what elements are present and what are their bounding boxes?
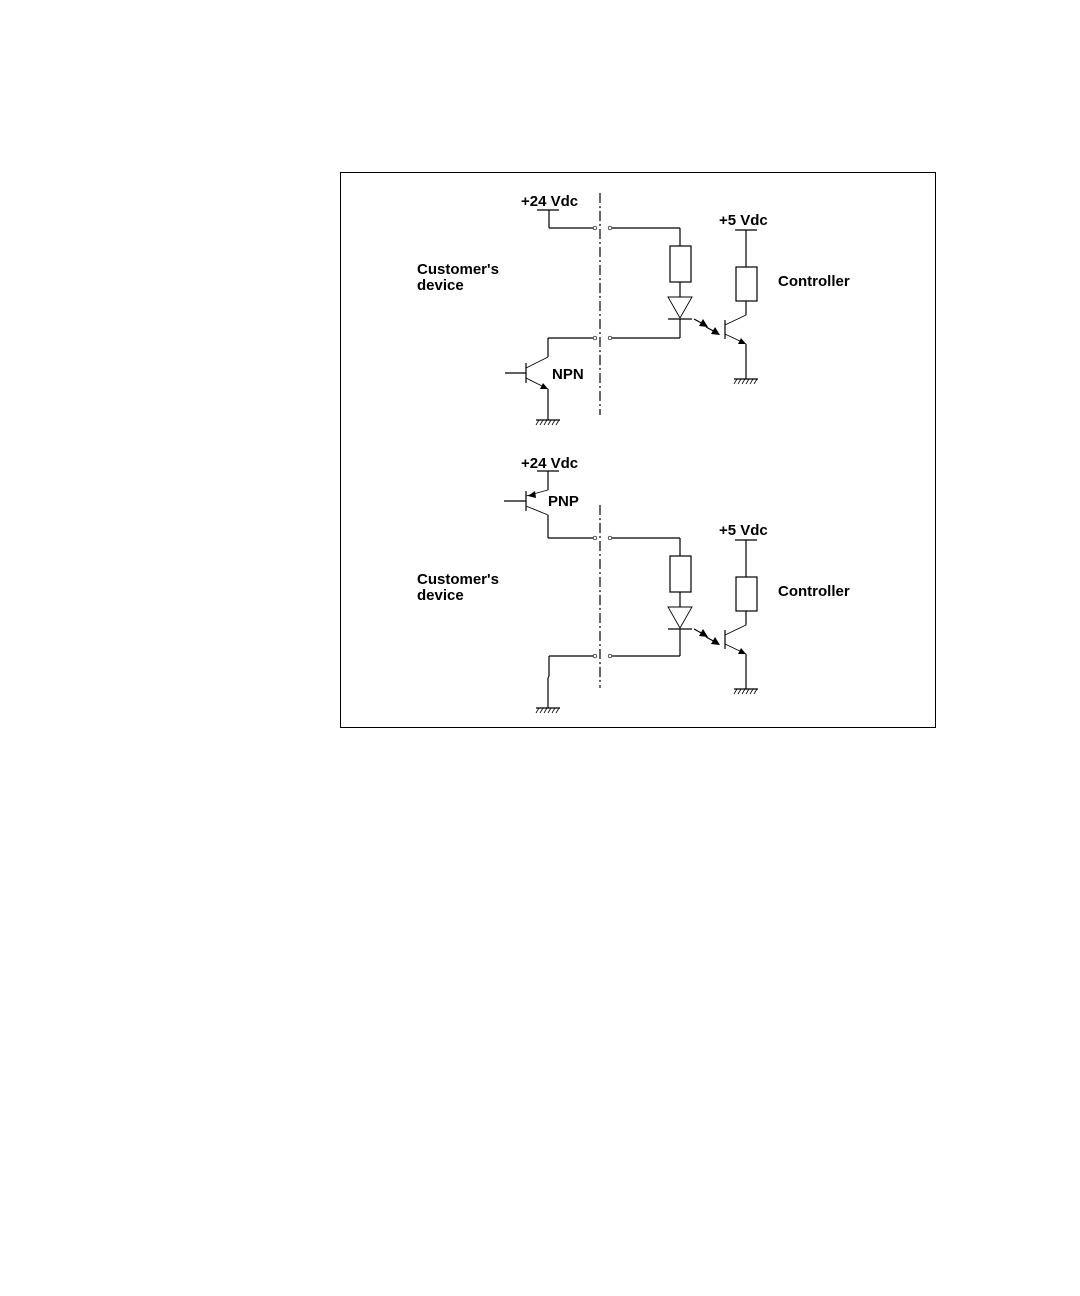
led-icon — [612, 297, 692, 338]
ground-icon — [536, 708, 560, 713]
supply-5v-label: +5 Vdc — [719, 522, 768, 539]
ground-icon — [734, 689, 758, 694]
npn-circuit: +24 Vdc Customer's device NPN +5 Vdc Con… — [417, 193, 850, 425]
controller-label: Controller — [778, 583, 850, 600]
controller-label: Controller — [778, 273, 850, 290]
light-arrow-icon — [694, 629, 708, 637]
customer-device-label: Customer's — [417, 571, 499, 588]
light-arrow-icon — [706, 637, 720, 645]
supply-24v-label: +24 Vdc — [521, 193, 578, 210]
customer-device-label-line2: device — [417, 277, 464, 294]
customer-device-label-line2: device — [417, 587, 464, 604]
ground-icon — [536, 420, 560, 425]
phototransistor-icon — [725, 625, 746, 689]
led-icon — [612, 607, 692, 656]
terminal-icon — [593, 226, 597, 230]
controller-pull-up-resistor-icon — [735, 230, 757, 315]
input-resistor-icon — [612, 538, 691, 607]
terminal-icon — [593, 654, 597, 658]
terminal-icon — [608, 226, 612, 230]
phototransistor-icon — [725, 315, 746, 379]
ground-icon — [734, 379, 758, 384]
diagram-frame — [341, 173, 936, 728]
controller-pull-up-resistor-icon — [735, 540, 757, 625]
supply-5v-label: +5 Vdc — [719, 212, 768, 229]
ground-return-wire — [548, 656, 593, 708]
light-arrow-icon — [694, 319, 708, 327]
supply-24v-label: +24 Vdc — [521, 455, 578, 472]
light-arrow-icon — [706, 327, 720, 335]
terminal-icon — [608, 336, 612, 340]
supply-24v-rail — [537, 471, 559, 490]
pnp-circuit: +24 Vdc PNP Customer's device +5 Vdc Con… — [417, 455, 850, 713]
supply-24v-rail — [537, 210, 593, 228]
transistor-type-label: NPN — [552, 366, 584, 383]
terminal-icon — [593, 536, 597, 540]
input-resistor-icon — [612, 228, 691, 297]
customer-device-label: Customer's — [417, 261, 499, 278]
terminal-icon — [608, 654, 612, 658]
terminal-icon — [593, 336, 597, 340]
terminal-icon — [608, 536, 612, 540]
transistor-type-label: PNP — [548, 493, 579, 510]
